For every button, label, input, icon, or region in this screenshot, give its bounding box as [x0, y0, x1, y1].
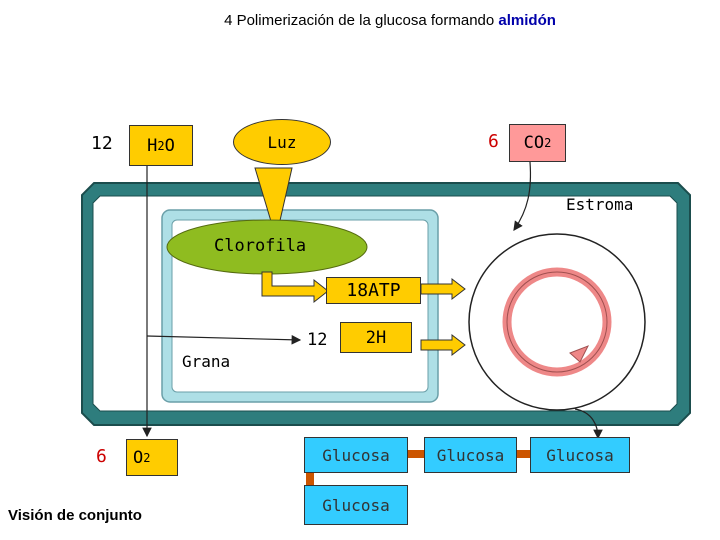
water-symbol: H: [147, 135, 158, 156]
title-highlight: almidón: [498, 12, 556, 29]
calvin-ring-outline: [506, 271, 608, 373]
glucose-box-2: Glucosa: [424, 437, 517, 473]
oxygen-count: 6: [96, 446, 107, 467]
glucose-box-3: Glucosa: [530, 437, 630, 473]
hydrogen-box: 2H: [340, 322, 412, 353]
atp-to-calvin-arrow: [420, 277, 466, 301]
co2-box: CO 2: [509, 124, 566, 162]
calvin-cycle-circle: [468, 233, 646, 411]
calvin-ring-arrowhead: [569, 345, 590, 363]
light-label: Luz: [267, 132, 297, 152]
grana-label: Grana: [182, 352, 231, 371]
hydrogen-count: 12: [307, 330, 328, 350]
glucose-label: Glucosa: [322, 445, 390, 465]
caption: Visión de conjunto: [8, 507, 142, 524]
stroma-label: Estroma: [566, 195, 634, 214]
water-to-hydrogen-line: [146, 334, 302, 345]
water-box: H 2 O: [129, 125, 193, 166]
chlorophyll-to-atp-arrow: [261, 271, 329, 304]
oxygen-subscript: 2: [143, 450, 151, 465]
hydrogen-label: 2H: [365, 327, 387, 348]
water-symbol-tail: O: [164, 135, 175, 156]
glucose-box-1: Glucosa: [304, 437, 408, 473]
hydrogen-to-calvin-arrow: [420, 333, 466, 357]
glucose-box-4: Glucosa: [304, 485, 408, 525]
title-text: 4 Polimerización de la glucosa formando: [224, 12, 495, 29]
co2-symbol: CO: [523, 133, 545, 153]
water-count: 12: [91, 133, 113, 154]
glucose-label: Glucosa: [546, 445, 614, 465]
atp-label: 18ATP: [346, 280, 401, 301]
glucose-link-2: [517, 450, 530, 458]
atp-box: 18ATP: [326, 277, 421, 304]
glucose-label: Glucosa: [436, 445, 505, 465]
glucose-link-3: [306, 471, 314, 485]
calvin-to-glucose-arrow: [574, 408, 603, 440]
oxygen-box: O 2: [126, 439, 178, 476]
light-arrow: [254, 167, 293, 240]
light-bubble: Luz: [233, 119, 331, 165]
glucose-label: Glucosa: [322, 495, 390, 515]
chlorophyll-label: Clorofila: [214, 236, 307, 256]
co2-to-calvin-arrow: [513, 161, 532, 231]
glucose-link-1: [407, 450, 424, 458]
water-subscript: 2: [157, 138, 165, 153]
co2-subscript: 2: [544, 136, 552, 150]
oxygen-symbol: O: [133, 447, 144, 468]
co2-count: 6: [488, 131, 499, 152]
page-title: 4 Polimerización de la glucosa formando …: [0, 12, 720, 29]
